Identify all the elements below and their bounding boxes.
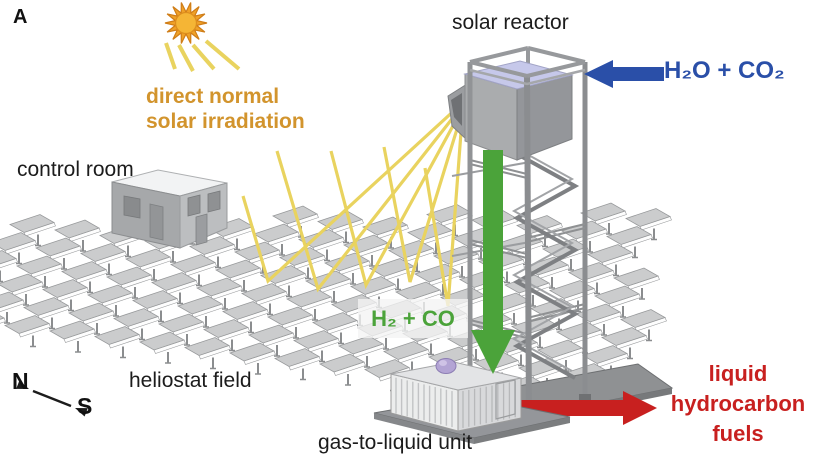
solar-reactor-label: solar reactor <box>452 11 569 34</box>
sun-icon <box>164 2 208 44</box>
fuels-label-line2: hydrocarbon <box>670 391 806 416</box>
h2o-co2-label: H₂O + CO₂ <box>664 57 785 84</box>
solar-reactor-box <box>447 60 574 161</box>
fuels-label-line3: fuels <box>712 421 764 446</box>
blue-arrow <box>584 60 664 88</box>
compass-south-label: S <box>77 393 93 419</box>
green-arrow <box>471 150 515 374</box>
irradiation-label-line1: direct normal <box>146 85 280 108</box>
compass-north-label: N <box>12 368 29 394</box>
fuels-label: liquid hydrocarbon fuels <box>656 359 819 449</box>
heliostat-field-label: heliostat field <box>129 369 252 392</box>
irradiation-label-line2: solar irradiation <box>146 110 305 133</box>
dome-icon <box>435 358 457 374</box>
control-room-label: control room <box>17 158 134 181</box>
gas-to-liquid-unit-graphic <box>373 358 571 444</box>
irradiation-label: direct normal solar irradiation <box>146 84 305 134</box>
red-arrow <box>500 391 657 425</box>
h2-co-label: H₂ + CO <box>358 299 468 338</box>
fuels-label-line1: liquid <box>708 361 768 386</box>
panel-label: A <box>13 6 28 28</box>
sun-rays <box>164 39 241 72</box>
gas-to-liquid-label: gas-to-liquid unit <box>318 431 473 454</box>
compass-arrow <box>16 380 88 417</box>
control-room-building <box>111 169 228 249</box>
